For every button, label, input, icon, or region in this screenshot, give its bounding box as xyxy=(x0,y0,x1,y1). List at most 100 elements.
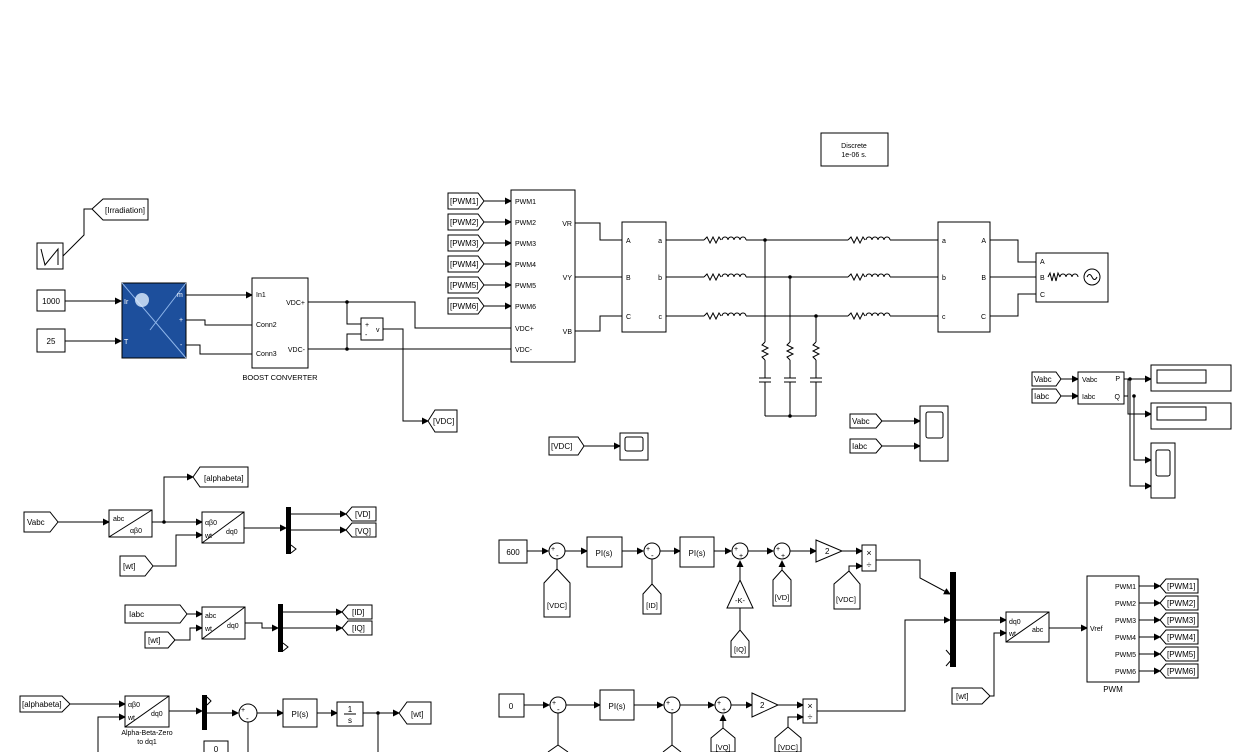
demux-vdq-block[interactable] xyxy=(286,507,297,554)
divide-q-block[interactable]: × ÷ xyxy=(802,698,818,724)
goto-wt-tag[interactable]: [wt] xyxy=(398,701,432,725)
goto-irradiation-tag[interactable]: [Irradiation] xyxy=(91,198,149,221)
divide-d-block[interactable]: × ÷ xyxy=(861,544,877,572)
goto-vdc-tag[interactable]: [VDC] xyxy=(427,409,458,433)
goto-pwm1-tag[interactable]: [PWM1] xyxy=(1159,578,1199,594)
from-iabc-pq-tag[interactable]: Iabc xyxy=(1031,388,1062,404)
scope-pq-block[interactable] xyxy=(1150,442,1176,499)
scope-vdc-block[interactable] xyxy=(619,432,649,461)
grid-port-a: A xyxy=(1040,259,1045,266)
sum-vd-block[interactable]: + + xyxy=(773,542,791,560)
from-iabc-tag[interactable]: Iabc xyxy=(124,604,188,624)
goto-id-tag[interactable]: [ID] xyxy=(341,604,373,620)
goto-pwm4-tag[interactable]: [PWM4] xyxy=(1159,629,1199,645)
pi-vdc-block[interactable]: PI(s) xyxy=(586,536,623,568)
from-vdc-q-tag[interactable]: [VDC] xyxy=(774,726,802,752)
mux-block[interactable] xyxy=(945,572,956,667)
from-vabc-scope-tag[interactable]: Vabc xyxy=(849,413,883,429)
from-vdc-scope-tag[interactable]: [VDC] xyxy=(548,436,585,456)
goto-vd-tag[interactable]: [VD] xyxy=(345,506,377,522)
goto-iq-tag[interactable]: [IQ] xyxy=(341,620,373,636)
goto-pwm3-tag[interactable]: [PWM3] xyxy=(1159,612,1199,628)
constant-25-block[interactable]: 25 xyxy=(36,328,66,353)
pwm6-tag-label: [PWM6] xyxy=(450,302,478,311)
constant-pll-block[interactable]: 0 xyxy=(203,740,229,752)
id-tag-label: [ID] xyxy=(352,608,364,617)
sum-id-block[interactable]: + - xyxy=(643,542,661,560)
sum-vdc-block[interactable]: + - xyxy=(548,542,566,560)
constant-0-block[interactable]: 0 xyxy=(498,693,525,718)
sum-q3-block[interactable]: + + xyxy=(714,696,732,714)
dq0-to-abc-block[interactable]: dq0 wt abc xyxy=(1005,611,1050,643)
abc-to-dq-block[interactable]: abc wt dq0 xyxy=(201,606,246,640)
alphabeta-to-dq-block[interactable]: αβ0 wt dq0 xyxy=(201,511,245,544)
demux-idq-block[interactable] xyxy=(278,604,289,652)
goto-pwm5-tag[interactable]: [PWM5] xyxy=(1159,646,1199,662)
gain-2-d-block[interactable]: 2 xyxy=(815,539,844,563)
boost-converter-block[interactable]: In1 Conn2 Conn3 VDC+ VDC- BOOST CONVERTE… xyxy=(242,277,318,382)
pwm-from-tags[interactable]: [PWM1] [PWM2] [PWM3] [PWM4] [PWM5] [PWM6… xyxy=(447,192,485,315)
integrator-block[interactable]: 1 s xyxy=(336,701,364,727)
from-pwm1-tag[interactable]: [PWM1] xyxy=(447,192,485,210)
vi-measurement-1-block[interactable]: A B C a b c xyxy=(621,221,667,333)
from-wt-tag-2[interactable]: [wt] xyxy=(144,631,176,649)
pll-pi-block[interactable]: PI(s) xyxy=(282,698,318,728)
gain-k-block[interactable]: -K- xyxy=(726,578,754,609)
constant-600-block[interactable]: 600 xyxy=(498,539,528,564)
power-pq-block[interactable]: Vabc Iabc P Q xyxy=(1077,371,1125,405)
pll-sum-block[interactable]: + - xyxy=(238,703,258,723)
from-iabc-scope-tag[interactable]: Iabc xyxy=(849,438,883,454)
pi-q-block[interactable]: PI(s) xyxy=(599,689,635,721)
signal-builder-block[interactable] xyxy=(36,242,64,270)
from-wt-tag-3[interactable]: [wt] xyxy=(951,687,991,705)
scope-vi-block[interactable] xyxy=(919,405,949,462)
abc-to-alphabeta-block[interactable]: abc αβ0 xyxy=(108,509,153,538)
from-pwm2-tag[interactable]: [PWM2] xyxy=(447,213,485,231)
goto-pwm2-tag[interactable]: [PWM2] xyxy=(1159,595,1199,611)
sum-k-block[interactable]: + + xyxy=(731,542,749,560)
inverter-subsystem-block[interactable]: PWM1 PWM2 PWM3 PWM4 PWM5 PWM6 VDC+ VDC- … xyxy=(510,189,576,363)
vi-measurement-2-block[interactable]: a b c A B C xyxy=(937,221,991,333)
from-pwm3-tag[interactable]: [PWM3] xyxy=(447,234,485,252)
from-vdc-d-tag[interactable]: [VDC] xyxy=(543,568,571,618)
from-vq-tag[interactable]: [VQ] xyxy=(710,727,736,752)
from-pwm5-tag[interactable]: [PWM5] xyxy=(447,276,485,294)
display-q-block[interactable] xyxy=(1150,402,1232,430)
from-iq-tag[interactable]: [IQ] xyxy=(730,629,750,658)
pv-array-block[interactable]: Ir T m + - xyxy=(121,282,187,359)
sum-q1-block[interactable]: + - xyxy=(549,696,567,714)
display-p-block[interactable] xyxy=(1150,364,1232,392)
goto-alphabeta-tag[interactable]: [alphabeta] xyxy=(192,466,249,488)
from-vd-tag[interactable]: [VD] xyxy=(772,569,792,607)
from-alphabeta-tag[interactable]: [alphabeta] xyxy=(19,695,71,713)
sum-q2-block[interactable]: + - xyxy=(663,696,681,714)
from-vdc-d-label: [VDC] xyxy=(547,601,567,610)
gain-2-q-block[interactable]: 2 xyxy=(751,692,780,718)
goto-pwm6-tag[interactable]: [PWM6] xyxy=(1159,663,1199,679)
integrator-num: 1 xyxy=(348,705,353,714)
sine-icon xyxy=(1086,274,1098,280)
from-pwm6-tag[interactable]: [PWM6] xyxy=(447,297,485,315)
pll-block-label-1: Alpha-Beta-Zero xyxy=(121,730,172,737)
sum-k-plus: + xyxy=(734,546,738,553)
powergui-solver-block[interactable]: Discrete 1e-06 s. xyxy=(820,132,889,167)
goto-vq-tag[interactable]: [VQ] xyxy=(345,522,377,538)
from-wt-tag-1[interactable]: [wt] xyxy=(119,555,154,577)
sum-id-minus: - xyxy=(651,551,654,560)
constant-1000-block[interactable]: 1000 xyxy=(36,289,66,312)
pwm-generator-block[interactable]: Vref PWM1 PWM2 PWM3 PWM4 PWM5 PWM6 PWM xyxy=(1086,575,1140,694)
three-phase-source-block[interactable]: A B C xyxy=(1035,252,1109,303)
from-vabc-pq-tag[interactable]: Vabc xyxy=(1031,371,1062,387)
pq-port-iabc: Iabc xyxy=(1082,394,1096,401)
pi-id-block[interactable]: PI(s) xyxy=(679,536,715,568)
dq2abc-out-label: abc xyxy=(1032,627,1044,634)
demux-pll-block[interactable] xyxy=(202,695,212,730)
voltage-measurement-block[interactable]: + - v xyxy=(360,317,384,341)
from-id-tag[interactable]: [ID] xyxy=(642,583,662,615)
wire xyxy=(787,713,804,730)
display-q-field xyxy=(1156,406,1207,421)
alphabeta-to-dq1-block[interactable]: αβ0 wt dq0 Alpha-Beta-Zero to dq1 xyxy=(121,695,173,746)
from-pwm4-tag[interactable]: [PWM4] xyxy=(447,255,485,273)
from-vabc-tag[interactable]: Vabc xyxy=(23,511,59,533)
from-vdc-d2-tag[interactable]: [VDC] xyxy=(833,570,861,610)
